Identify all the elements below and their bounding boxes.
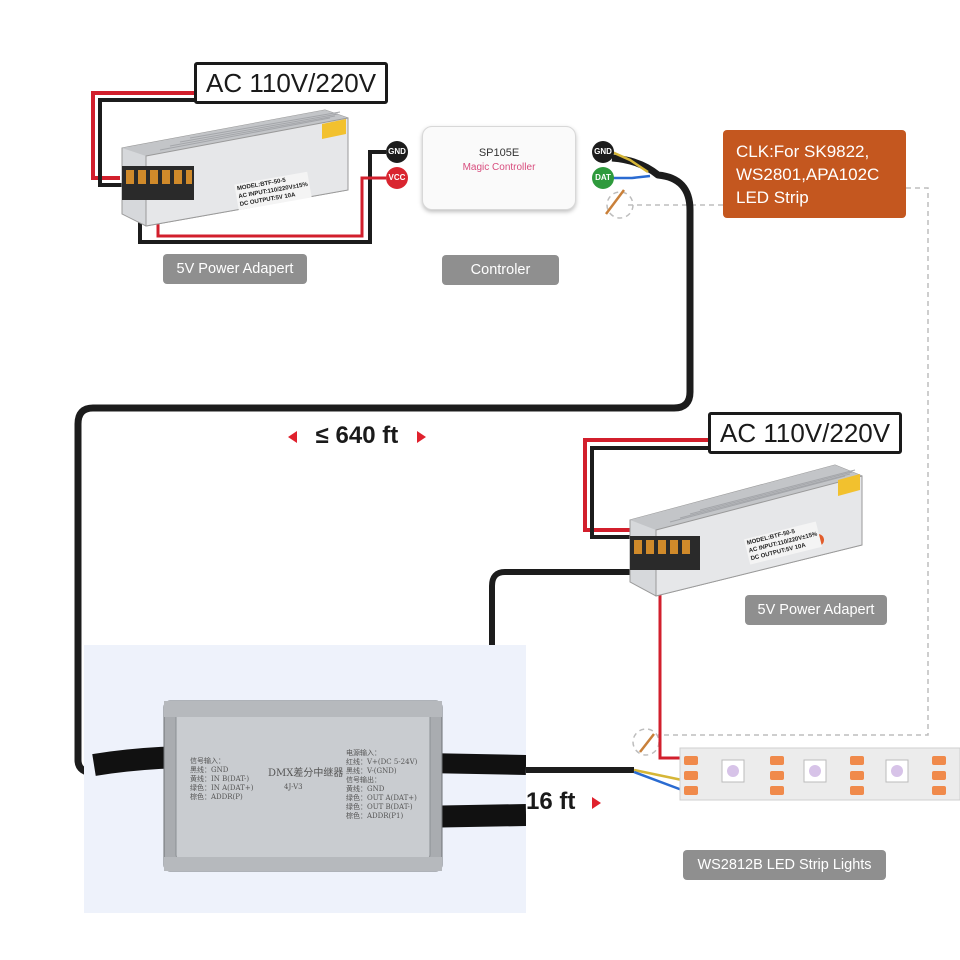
controller-name: Magic Controller <box>462 162 536 173</box>
dmx-repeater-photo: DMX差分中继器 4J-V3 信号输入： 黑线：GND 黄线：IN B(DAT-… <box>84 645 527 913</box>
ac-top-red-wire <box>91 91 196 180</box>
psu-top <box>121 109 349 227</box>
dmx-repeater-drawing <box>92 700 527 872</box>
arrow-right-icon <box>592 796 602 809</box>
ctrl-dat-out-wire <box>612 174 651 180</box>
distance-short: 16 ft <box>526 788 602 816</box>
arrow-left-icon <box>288 430 297 443</box>
ac-mid-red-wire <box>583 438 708 532</box>
dmx-left-legend: 信号输入： 黑线：GND 黄线：IN B(DAT-) 绿色：IN A(DAT+)… <box>190 757 254 801</box>
clk-note: CLK:For SK9822, WS2801,APA102C LED Strip <box>723 130 906 218</box>
psu-mid <box>629 464 863 597</box>
distance-long-text: ≤ 640 ft <box>315 422 399 449</box>
controller-model: SP105E <box>478 147 520 159</box>
controller-label: Controler <box>442 255 559 285</box>
led-strip <box>679 747 960 801</box>
dmx-right-legend: 电源输入： 红线：V+(DC 5-24V) 黑线：V-(GND) 信号输出： 黄… <box>346 749 418 820</box>
clk-note-line-2: WS2801,APA102C <box>736 165 880 184</box>
ac-input-label-mid: AC 110V/220V <box>708 412 903 454</box>
dmx-subtitle: 4J-V3 <box>284 783 303 791</box>
distance-long: ≤ 640 ft <box>288 422 426 450</box>
data-cable-long <box>74 154 694 777</box>
distance-short-text: 16 ft <box>526 788 576 815</box>
ctrl-gnd-out-wire <box>611 150 649 174</box>
ac-input-label-top: AC 110V/220V <box>194 62 389 104</box>
psu-top-gnd-wire <box>138 150 386 244</box>
controller-gnd-in: GND <box>386 141 408 163</box>
controller-gnd-out: GND <box>592 141 614 163</box>
psu-mid-strip-red-wire <box>658 565 682 760</box>
arrow-right-icon <box>416 430 426 443</box>
strip-label: WS2812B LED Strip Lights <box>683 850 886 880</box>
clk-note-line-1: CLK:For SK9822, <box>736 142 870 161</box>
controller-dat-out: DAT <box>592 167 614 189</box>
clk-dashed-line <box>606 187 929 756</box>
dmx-title: DMX差分中继器 <box>268 768 344 779</box>
psu-mid-label: 5V Power Adapert <box>745 595 887 625</box>
controller-device: SP105E Magic Controller <box>422 126 576 210</box>
psu-mid-to-dmx-cable <box>489 569 640 645</box>
ac-mid-black-wire <box>590 446 708 539</box>
ac-top-black-wire <box>98 98 196 187</box>
clk-note-line-3: LED Strip <box>736 188 809 207</box>
psu-top-label: 5V Power Adapert <box>163 254 307 284</box>
controller-vcc-in: VCC <box>386 167 408 189</box>
